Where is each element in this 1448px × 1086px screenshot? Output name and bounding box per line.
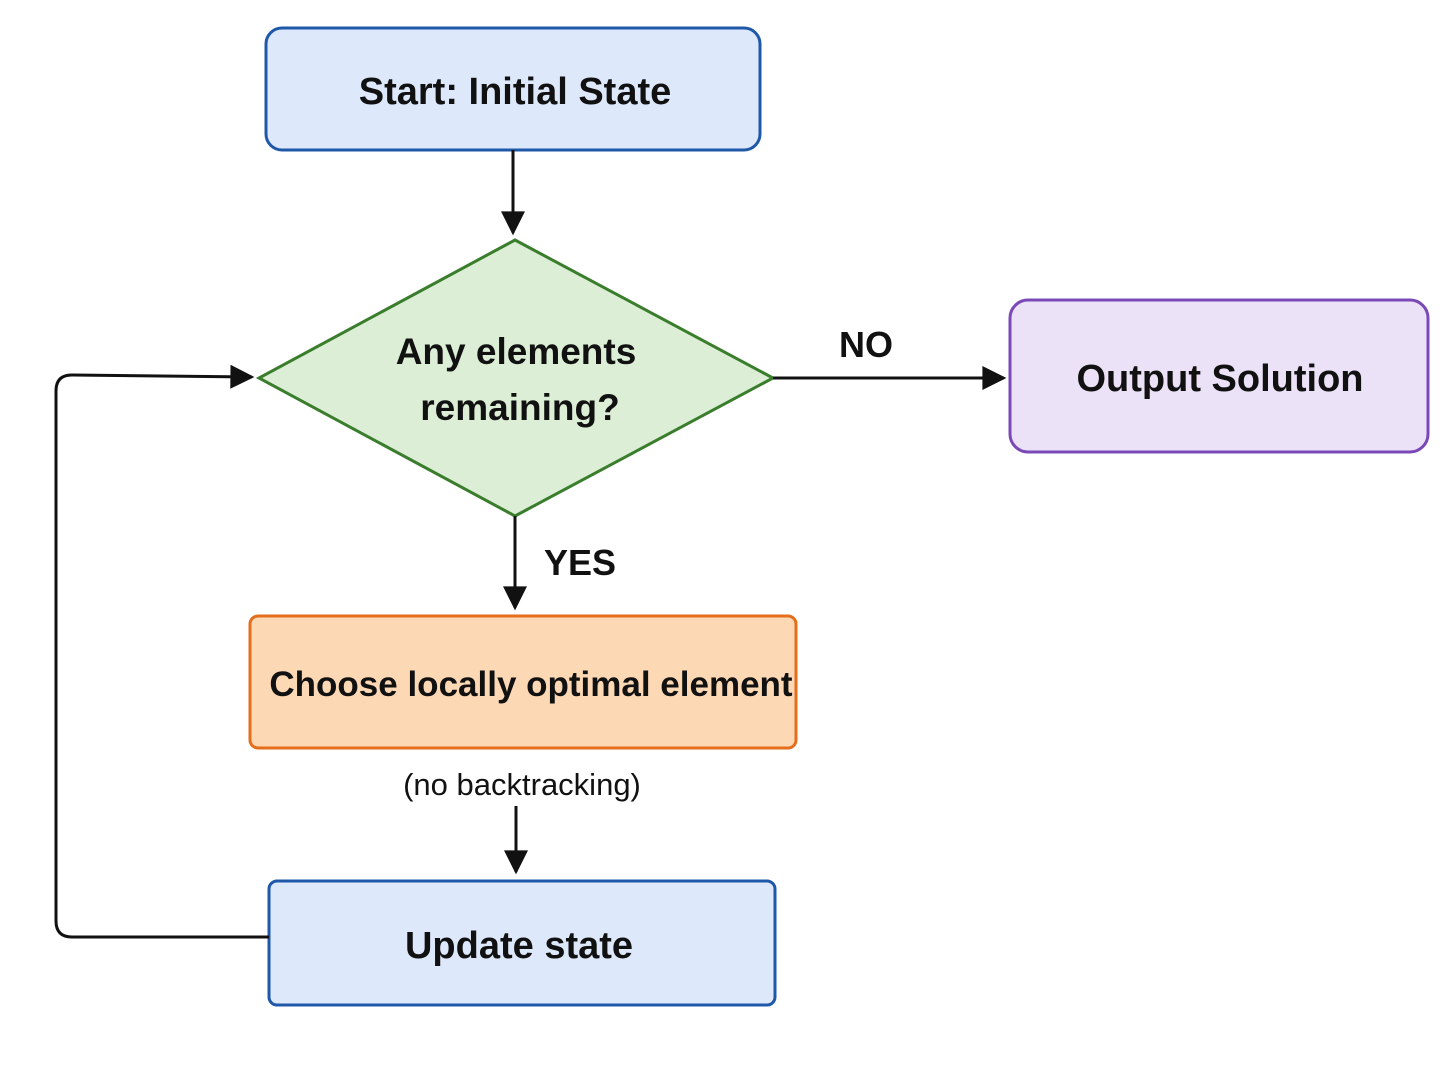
no-backtracking-note: (no backtracking) bbox=[403, 767, 641, 802]
decision-node-diamond bbox=[255, 238, 777, 518]
no-edge-label: NO bbox=[839, 324, 893, 365]
update-node: Update state bbox=[267, 879, 777, 1007]
decision-node-label-line1: Any elements bbox=[396, 331, 637, 372]
start-node-label: Start: Initial State bbox=[359, 71, 672, 113]
choose-node: Choose locally optimal element bbox=[248, 614, 798, 750]
arrow-update-loop-to-decision bbox=[54, 364, 269, 939]
decision-node: Any elements remaining? bbox=[255, 238, 777, 518]
choose-node-box bbox=[248, 614, 798, 750]
start-node: Start: Initial State bbox=[264, 26, 762, 152]
update-node-box bbox=[267, 879, 777, 1007]
update-node-label: Update state bbox=[405, 925, 633, 967]
output-node-label: Output Solution bbox=[1076, 358, 1363, 400]
yes-edge-label: YES bbox=[544, 542, 616, 583]
choose-node-label: Choose locally optimal element bbox=[269, 665, 793, 704]
output-node-box bbox=[1008, 298, 1430, 454]
decision-node-label-line2: remaining? bbox=[420, 387, 619, 428]
output-node: Output Solution bbox=[1008, 298, 1430, 454]
